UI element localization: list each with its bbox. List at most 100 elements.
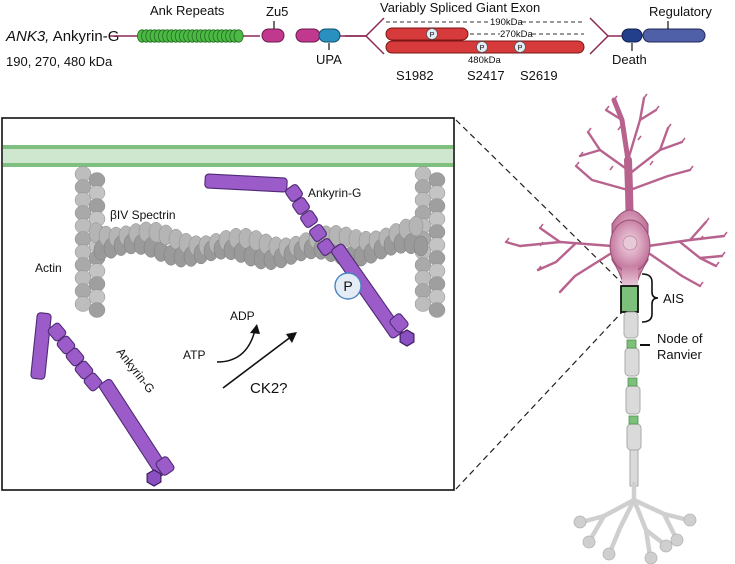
axon [623,311,642,487]
phospho-site-s2417: P [476,41,488,53]
regulatory-domain [642,28,706,43]
inset-frame [1,117,455,491]
reaction-arrowhead [286,332,297,343]
dendrite-branch [638,108,658,122]
dendrite-branch [604,108,624,122]
neuron-illustration: AIS Node of Ranvier [504,93,728,564]
myelin-sheath [623,311,639,339]
actin-bead [74,296,92,312]
ank-repeats-label: Ank Repeats [150,3,225,18]
dendritic-spine [537,265,542,271]
dendritic-spine [723,231,728,237]
ankyrin-segment [285,184,303,202]
dendritic-spine [575,161,580,167]
kda480-label: 480kDa [468,55,501,66]
dendrite-branch [648,252,702,288]
dendritic-spine [617,125,622,131]
dendrite-branch [688,220,708,242]
svg-text:P: P [517,43,522,52]
site-label-s1982: S1982 [396,68,434,83]
terminal-branch [643,527,667,547]
phospho-site-s2619: P [514,41,526,53]
dendritic-spine [539,241,544,247]
dendrite-branch [626,126,670,177]
adp-arrowhead [250,324,260,334]
dendritic-spine [609,165,614,171]
isoform-sizes: 190, 270, 480 kDa [6,54,113,69]
synaptic-bouton [573,515,587,529]
ankyrin-segment [317,238,335,256]
site-label-s2619: S2619 [520,68,558,83]
node-of-ranvier [626,339,637,349]
myelin-sheath [625,385,641,415]
synaptic-bouton [670,533,684,547]
ankyrin-segment [389,313,409,333]
myelin-sheath [626,423,642,451]
dendrite-branch [504,240,522,248]
synaptic-bouton [683,513,697,527]
ankyrin-segment [331,243,403,339]
ankyrin-segment [47,322,67,342]
zu5-domain-1 [261,28,285,43]
dendritic-spine [613,95,618,101]
site-label-s2417: S2417 [467,68,505,83]
svg-text:P: P [343,278,352,294]
node-of-ranvier [628,415,639,425]
dendrite-branch [558,252,612,294]
dendrite-branch [628,168,692,192]
dendritic-spine [649,160,654,166]
death-domain [621,28,643,43]
dendritic-spine [539,223,544,229]
ankyrin-segment [30,312,52,380]
dendrite-branch [578,148,602,158]
dendritic-spine [721,251,726,257]
node-of-ranvier [627,377,638,387]
bracket-right [589,17,610,55]
dendrite-branch [698,254,724,260]
death-label: Death [612,52,647,67]
ankyrin-segment [83,372,103,392]
dendrite-branch [518,240,614,248]
dendrite-branch [658,140,684,152]
svg-text:ANK3, Ankyrin-G: ANK3, Ankyrin-G [5,28,119,45]
dendritic-spine [689,165,694,171]
inset-panel: βIV Spectrin Actin Ankyrin-G Ankyrin-G P… [1,117,455,491]
dendrite-branch [536,242,577,272]
atp-label: ATP [183,348,205,362]
actin-label: Actin [35,261,62,275]
axon-terminal [573,481,697,564]
dendritic-spine [699,235,704,241]
terminal-branch [607,497,637,555]
node-label-line2: Ranvier [657,347,702,362]
svg-text:P: P [479,43,484,52]
adp-curve [216,329,256,363]
axon-hillock [622,266,638,288]
dendritic-spine [505,237,510,243]
kinase-reaction: ADP ATP CK2? [183,309,297,397]
dendritic-spine [655,105,660,111]
svg-text:P: P [429,30,434,39]
ankyrin-hexagon [399,329,415,347]
distal-axon [629,449,639,487]
upa-label: UPA [316,52,342,67]
gene-symbol: ANK3, [5,28,49,45]
dendritic-spine [605,105,610,111]
dendritic-spine [681,137,686,143]
dendrite-branch [646,234,726,248]
synaptic-bouton [582,535,596,549]
ankyrin-g-upper [204,173,415,347]
synaptic-bouton [602,547,616,561]
spectrin-label: βIV Spectrin [110,208,176,222]
dendritic-spine [559,287,564,293]
bracket-left-upper [345,17,385,37]
upa-domain [318,28,341,43]
ankyrin-segment [155,456,175,476]
terminal-branch [587,513,607,543]
dendrite-branch [538,226,562,244]
ank-repeats-domain [136,29,244,43]
regulatory-label: Regulatory [649,4,712,19]
giant-exon-label: Variably Spliced Giant Exon [380,0,540,15]
actin-bead [428,302,446,318]
ankyrin-segment [309,224,327,242]
